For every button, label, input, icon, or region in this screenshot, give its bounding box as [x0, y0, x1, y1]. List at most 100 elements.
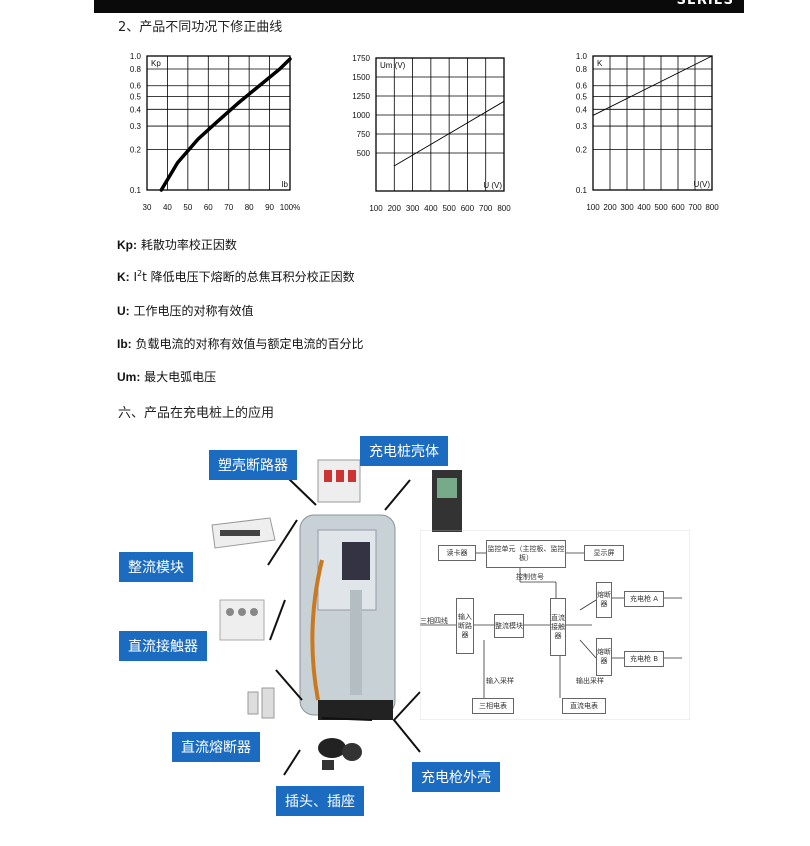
charging-pile-image [299, 514, 396, 720]
y-axis-label: K [597, 59, 603, 68]
label-plug-socket: 插头、插座 [276, 786, 364, 816]
x-tick-label: 100% [280, 203, 300, 212]
x-tick-label: 800 [497, 204, 511, 213]
fc-dc-meter: 直流电表 [562, 698, 606, 714]
y-axis-label: Um (V) [380, 61, 406, 70]
fc-display: 显示屏 [584, 545, 624, 561]
label-dc-contactor: 直流接触器 [119, 631, 207, 661]
x-tick-label: 300 [406, 204, 420, 213]
def-kp: Kp: 耗散功率校正因数 [117, 236, 237, 253]
y-tick-label: 1.0 [576, 52, 588, 61]
x-tick-label: 60 [204, 203, 213, 212]
x-tick-label: 700 [688, 203, 702, 212]
def-k-pre: I [129, 270, 138, 284]
fc-fuse-b: 熔断器 [596, 638, 612, 676]
y-tick-label: 0.4 [576, 105, 588, 114]
fc-monitor: 监控单元（主控板、监控板） [486, 540, 566, 568]
x-tick-label: 800 [705, 203, 719, 212]
housing-image [432, 470, 462, 532]
y-tick-label: 750 [357, 130, 371, 139]
y-tick-label: 0.1 [576, 186, 588, 195]
y-tick-label: 1.0 [130, 52, 142, 61]
label-mccb: 塑壳断路器 [209, 450, 297, 480]
def-u-text: 工作电压的对称有效值 [129, 304, 254, 318]
label-dc-fuse: 直流熔断器 [172, 732, 260, 762]
fc-input-sample: 输入采样 [486, 677, 514, 685]
x-tick-label: 80 [245, 203, 254, 212]
y-tick-label: 0.8 [576, 65, 588, 74]
y-tick-label: 0.1 [130, 186, 142, 195]
x-axis-label: Ib [281, 180, 288, 189]
fc-gun-b: 充电枪 B [624, 651, 664, 667]
y-tick-label: 1750 [352, 54, 370, 63]
chart-frame [592, 55, 713, 191]
fc-input-breaker: 输入断路器 [456, 598, 474, 654]
x-tick-label: 500 [654, 203, 668, 212]
x-tick-label: 600 [671, 203, 685, 212]
header-bar: SERIES [94, 0, 744, 13]
series-line [159, 57, 292, 192]
x-tick-label: 100 [369, 204, 383, 213]
x-axis-label: U(V) [694, 180, 711, 189]
x-tick-label: 200 [388, 204, 402, 213]
label-rectifier: 整流模块 [119, 552, 193, 582]
x-axis-label: U (V) [483, 181, 502, 190]
label-gun-shell: 充电枪外壳 [412, 762, 500, 792]
y-tick-label: 0.2 [576, 146, 588, 155]
y-tick-label: 0.3 [576, 122, 588, 131]
x-tick-label: 500 [442, 204, 456, 213]
fc-three-phase-meter: 三相电表 [472, 698, 514, 714]
y-tick-label: 0.2 [130, 146, 142, 155]
def-k: K: I2t 降低电压下熔断的总焦耳积分校正因数 [117, 268, 355, 285]
fc-output-sample: 输出采样 [576, 677, 604, 685]
x-tick-label: 400 [637, 203, 651, 212]
y-tick-label: 0.4 [130, 105, 142, 114]
label-housing: 充电桩壳体 [360, 436, 448, 466]
fc-dc-contactor: 直流接触器 [550, 598, 566, 656]
x-tick-label: 300 [620, 203, 634, 212]
def-um: Um: 最大电弧电压 [117, 368, 216, 385]
series-line [592, 55, 713, 116]
def-k-sup: 2 [137, 269, 143, 278]
application-illustration [211, 459, 462, 776]
def-kp-key: Kp: [117, 238, 137, 252]
rectifier-image [211, 517, 276, 549]
y-tick-label: 1500 [352, 73, 370, 82]
fc-fuse-a: 熔断器 [596, 582, 612, 618]
x-tick-label: 40 [163, 203, 172, 212]
def-k-text: t 降低电压下熔断的总焦耳积分校正因数 [142, 270, 355, 284]
y-tick-label: 500 [357, 149, 371, 158]
def-ib-key: Ib: [117, 337, 132, 351]
def-um-text: 最大电弧电压 [140, 370, 217, 384]
x-tick-label: 30 [143, 203, 152, 212]
def-um-key: Um: [117, 370, 141, 384]
def-u: U: 工作电压的对称有效值 [117, 302, 254, 319]
def-k-key: K: [117, 270, 130, 284]
y-tick-label: 1000 [352, 111, 370, 120]
y-tick-label: 0.6 [130, 82, 142, 91]
mccb-image [317, 459, 361, 503]
brand-text: SERIES [676, 0, 734, 8]
x-tick-label: 600 [461, 204, 475, 213]
y-tick-label: 0.5 [576, 92, 588, 101]
x-tick-label: 200 [603, 203, 617, 212]
def-kp-text: 耗散功率校正因数 [137, 238, 237, 252]
series-line [393, 100, 505, 167]
x-tick-label: 100 [586, 203, 600, 212]
y-tick-label: 0.3 [130, 122, 142, 131]
x-tick-label: 70 [224, 203, 233, 212]
dc-contactor-image [219, 599, 265, 641]
y-axis-label: Kp [151, 59, 161, 68]
x-tick-label: 400 [424, 204, 438, 213]
x-tick-label: 50 [183, 203, 192, 212]
y-tick-label: 0.8 [130, 65, 142, 74]
fc-control-signal: 控制信号 [516, 573, 544, 581]
section-6-title: 六、产品在充电桩上的应用 [118, 406, 275, 421]
fc-rect-module: 整流模块 [494, 614, 524, 638]
